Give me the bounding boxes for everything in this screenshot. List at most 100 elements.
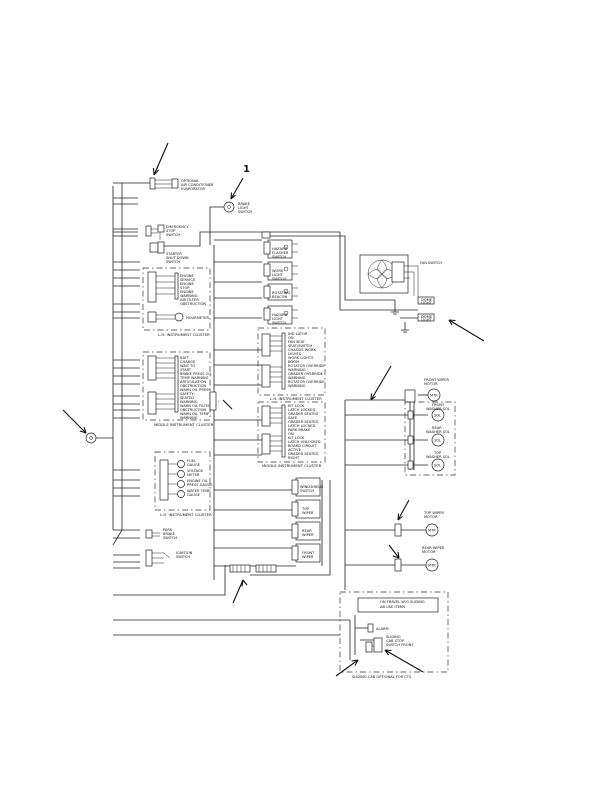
rh-cluster-title: L.H. INSTRUMENT CLUSTER <box>270 396 322 401</box>
fan-switch-label: FAN SWITCH <box>420 261 442 265</box>
rh-label-5: CHASSIS WORK <box>288 348 317 352</box>
park-brake-label-3: SWITCH <box>163 536 177 540</box>
washer-sol-3: SOL <box>434 464 441 468</box>
mid-label-5: BRAKE PRESS OIL <box>180 372 212 376</box>
wiper-sw-4b: WIPER <box>302 555 314 559</box>
washer-sol-1: SOL <box>434 414 441 418</box>
ac-label-3: EVAPORATOR <box>181 187 206 191</box>
washer-sol-2: SOL <box>434 439 441 443</box>
lh-label-8: OBSTRUCTION <box>180 302 206 306</box>
starter-label-3: SWITCH <box>166 260 180 264</box>
rm-label-3: GRADER SEATED <box>288 412 318 416</box>
left-main-harness <box>112 182 350 636</box>
rh-label-6: LIGHTS <box>288 352 302 356</box>
rh-label-10: WARNING <box>288 368 306 372</box>
dome-light-1a: DOME <box>421 298 433 302</box>
lh-cluster-title: L.H. INSTRUMENT CLUSTER <box>158 332 210 337</box>
mid-label-3: WAIT TO <box>180 364 195 368</box>
rh-label-4: SEAT/SWITCH <box>288 344 313 348</box>
estop-label-1: EMERGENCY <box>166 225 189 229</box>
hazard-flasher-label-2: FLASHER <box>272 251 289 255</box>
rotating-beacon-switch: ROTATING BEACON <box>263 283 298 301</box>
washer-solenoids: SOL FRONT WASHER SOL SOL REAR WASHER SOL… <box>426 403 450 472</box>
rm-label-8: ON <box>288 432 294 436</box>
rm-label-2: LATCH LOCKED <box>288 408 315 412</box>
ignition-label-1: IGNITION <box>176 551 193 555</box>
sliding-box-label-2: AB USE ITEMS <box>380 605 406 609</box>
sliding-switch-label-3: SWITCH FRONT <box>386 643 414 647</box>
rh-label-3: FAN SEAT <box>288 340 306 344</box>
bottom-center-connectors <box>229 564 277 573</box>
washer-rear-1: REAR <box>432 426 442 430</box>
wiper-sw-3b: WIPER <box>302 533 314 537</box>
hazard-flasher-label-3: SWITCH <box>272 255 286 259</box>
mid-label-7: ARTICULATION <box>180 380 206 384</box>
gauge-fuel-1: FUEL <box>187 459 196 463</box>
rm-label-9: KIT LOCK <box>288 436 305 440</box>
washer-rear-2: WASHER SOL <box>426 430 450 434</box>
fan-switch: FAN SWITCH <box>359 254 442 315</box>
sliding-cab-option: ON TRAVEL W/O SLIDING AB USE ITEMS ALARM… <box>339 591 449 679</box>
lh-cluster-bottom-title: L.H. INSTRUMENT CLUSTER <box>160 512 212 517</box>
rh-label-8: BOOM <box>288 360 299 364</box>
rm-label-13: GRADER SEATED <box>288 452 318 456</box>
rh-label-2: ON <box>288 336 294 340</box>
wiper-sw-2b: WIPER <box>302 511 314 515</box>
gauge-volt-1: VOLTAGE <box>187 469 204 473</box>
wiper-sw-2a: TOP <box>301 507 310 511</box>
hazard-light-label-3: SWITCH <box>272 321 286 325</box>
middle-cluster-title: MIDDLE INSTRUMENT CLUSTER <box>154 422 214 427</box>
mid-label-6: TEMP WARNING <box>179 376 209 380</box>
mid-label-8: OBSTRUCTION <box>180 384 206 388</box>
mid-label-2: CHARGE <box>180 360 196 364</box>
gauge-volt-2: METER <box>187 473 200 477</box>
beacon-label-1: ROTATING <box>272 291 290 295</box>
mid-label-4: START <box>180 368 192 372</box>
starter-shutdown-switch: STARTER SHUT-DOWN SWITCH <box>149 231 214 264</box>
right-wiper-harness <box>344 389 456 590</box>
estop-label-3: SWITCH <box>166 233 180 237</box>
ac-label-1: OPTIONAL <box>181 179 199 183</box>
rm-label-4: SAFE <box>288 416 298 420</box>
middle-instrument-cluster: BATT CHARGE WAIT TO START BRAKE PRESS OI… <box>142 351 214 427</box>
lh-label-1: ENGINE <box>180 274 194 278</box>
center-switches: HAZARD FLASHER SWITCH WORK LIGHT SWITCH … <box>261 231 395 325</box>
lh-label-2: SERVICE <box>180 278 196 282</box>
rm-label-5: GRADER SEATED <box>288 420 318 424</box>
front-wiper-motor: MTR FRONT WIPER MOTOR <box>424 378 449 402</box>
callout-number: 1 <box>243 164 250 175</box>
right-middle-cluster-title: MIDDLE INSTRUMENT CLUSTER <box>262 463 322 468</box>
top-wiper-mtr: MTR <box>428 529 436 533</box>
hazard-light-label-1: HAZARD <box>272 313 288 317</box>
brake-switch-label-1: BRAKE <box>238 202 251 206</box>
dome-light-1b: LIGHT <box>421 301 433 305</box>
estop-label-2: STOP <box>166 229 176 233</box>
rm-label-7: PARK BRAKE <box>288 428 311 432</box>
park-brake-label-1: PARK <box>163 528 173 532</box>
rear-wiper-motor: MTR REAR WIPER MOTOR <box>345 546 445 572</box>
lh-indicator-group: ENGINE SERVICE ENGINE STOP ENGINE WARNIN… <box>142 267 211 337</box>
wiper-sw-4a: FRONT <box>302 551 315 555</box>
rh-label-9: ROTATOR OVERRIDE <box>288 364 325 368</box>
brake-switch-label-3: SWITCH <box>238 210 252 214</box>
sliding-note: SLIDING CAB OPTIONAL FOR CTS <box>352 675 412 679</box>
rm-label-1: KIT LOCK <box>288 404 305 408</box>
wiper-sw-3a: REAR <box>302 529 312 533</box>
top-wiper-label-1: TOP WIPER <box>423 511 444 515</box>
rh-label-13: ROTATOR OVERRIDE <box>288 380 325 384</box>
beacon-label-2: BEACON <box>272 295 287 299</box>
front-wiper-mtr: MTR <box>430 394 438 398</box>
dome-light: DOME LIGHT DOME LIGHT <box>400 296 435 333</box>
lh-label-7: AIR FILTER <box>180 298 199 302</box>
rm-label-14: RIGHT <box>288 456 300 460</box>
rh-label-11: GRADER OVERRIDE <box>288 372 324 376</box>
mid-label-12: WARNING <box>180 400 198 404</box>
dome-light-2b: LIGHT <box>421 318 433 322</box>
wiper-switches: WINDSHIELD SWITCH TOP WIPER REAR WIPER F… <box>250 477 331 576</box>
sliding-switch-label-1: SLIDING <box>386 635 401 639</box>
rm-label-12: ACTIVE <box>288 448 302 452</box>
mid-label-1: BATT <box>180 356 190 360</box>
ac-label-2: AIR CONDITIONER <box>181 183 214 187</box>
lh-label-4: STOP <box>180 286 190 290</box>
